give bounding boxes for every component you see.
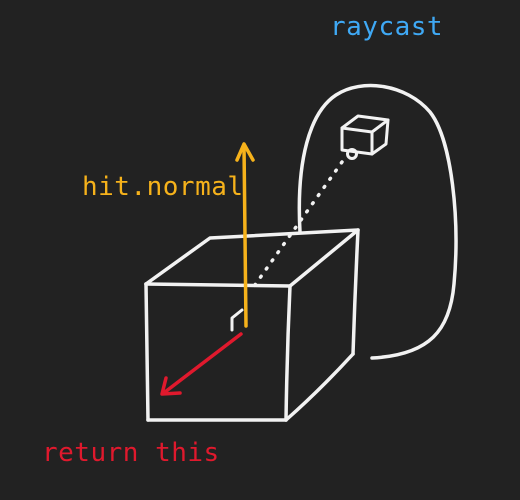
camera-loop: [297, 83, 458, 360]
raycast-label: raycast: [330, 12, 444, 42]
normal-arrow: [235, 142, 255, 328]
ray-dotted-line: [248, 160, 344, 294]
camera-icon: [340, 114, 390, 160]
return-this-label: return this: [42, 438, 220, 468]
return-arrow: [160, 332, 243, 396]
hit-normal-label: hit.normal: [82, 172, 244, 202]
hit-point-marker: [230, 308, 244, 332]
cube: [144, 228, 360, 422]
